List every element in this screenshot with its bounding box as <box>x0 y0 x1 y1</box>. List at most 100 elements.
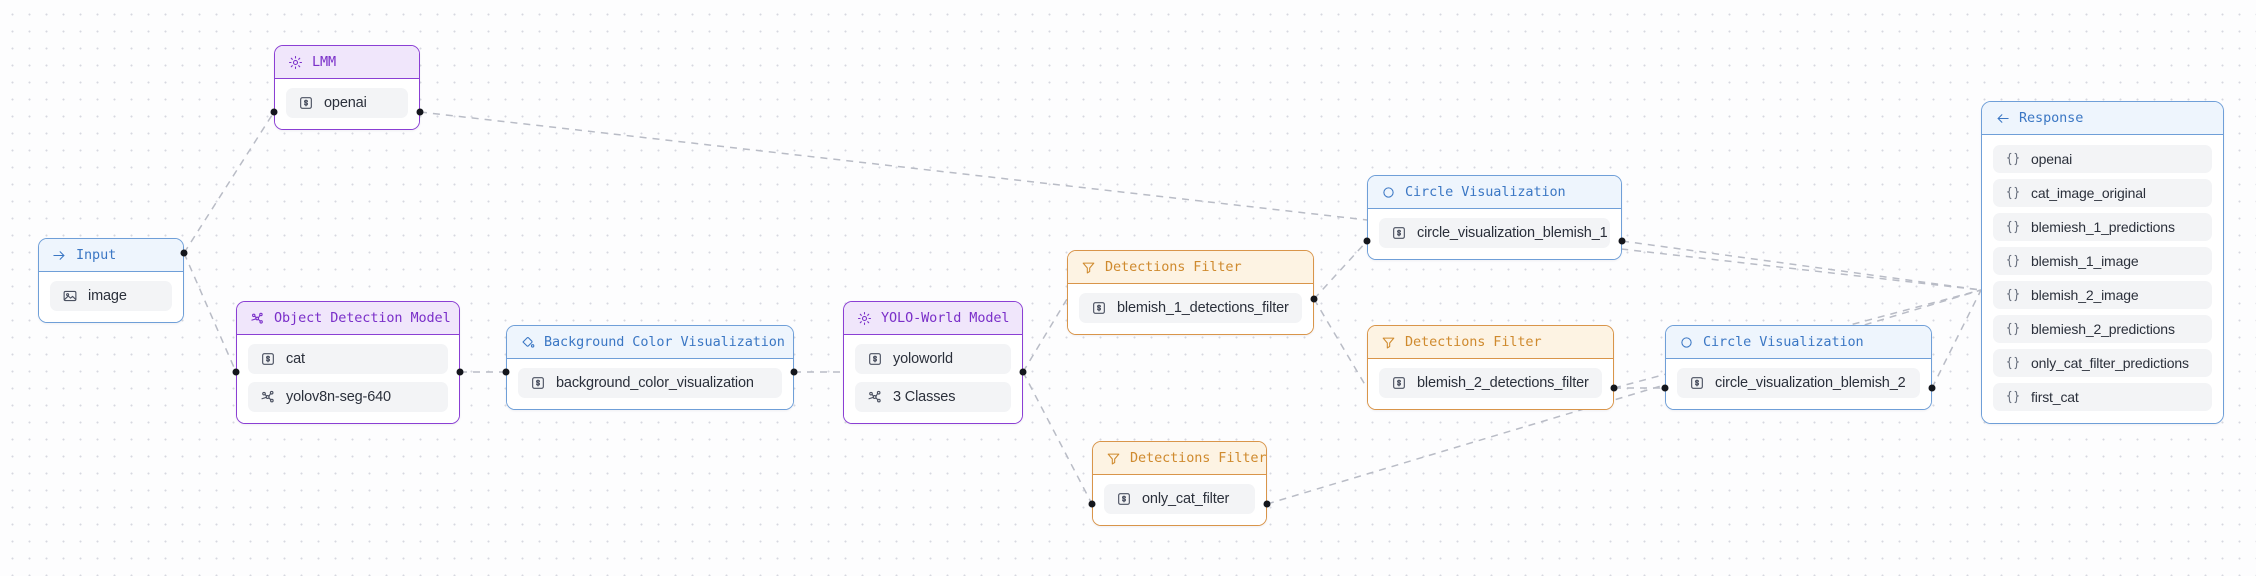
port-onlycat-out[interactable] <box>1263 500 1271 508</box>
edge-cv2-out-to-resp-in <box>1931 289 1982 389</box>
port-lmm-out[interactable] <box>416 108 424 116</box>
node-title: Circle Visualization <box>1405 184 1566 200</box>
response-output-item[interactable]: blemiesh_2_predictions <box>1993 315 2212 343</box>
node-header[interactable]: YOLO-World Model <box>844 302 1022 335</box>
node-header[interactable]: Object Detection Model <box>237 302 459 335</box>
node-field-label: yoloworld <box>893 351 953 367</box>
response-output-item[interactable]: blemish_2_image <box>1993 281 2212 309</box>
node-detections-filter-only-cat[interactable]: Detections Filter only_cat_filter <box>1092 441 1267 526</box>
port-odm-out[interactable] <box>456 368 464 376</box>
node-field[interactable]: yolov8n-seg-640 <box>248 382 448 412</box>
node-field-label: circle_visualization_blemish_2 <box>1715 375 1906 391</box>
node-circle-visualization-blemish-1[interactable]: Circle Visualization circle_visualizatio… <box>1367 175 1622 260</box>
node-field[interactable]: only_cat_filter <box>1104 484 1255 514</box>
node-detections-filter-blemish-2[interactable]: Detections Filter blemish_2_detections_f… <box>1367 325 1614 410</box>
node-input[interactable]: Input image <box>38 238 184 323</box>
port-onlycat-in[interactable] <box>1088 500 1096 508</box>
braces-icon <box>2005 185 2021 201</box>
response-output-label: cat_image_original <box>2031 185 2146 201</box>
dollar-box-icon <box>298 95 314 111</box>
braces-icon <box>2005 287 2021 303</box>
node-title: Detections Filter <box>1405 334 1542 350</box>
node-field[interactable]: cat <box>248 344 448 374</box>
response-output-item[interactable]: first_cat <box>1993 383 2212 411</box>
port-bcv-out[interactable] <box>790 368 798 376</box>
response-output-item[interactable]: blemish_1_image <box>1993 247 2212 275</box>
node-title: Detections Filter <box>1105 259 1242 275</box>
gear-icon <box>288 55 303 70</box>
dollar-box-icon <box>530 375 546 391</box>
node-fields: only_cat_filter <box>1093 475 1266 525</box>
circle-icon <box>1381 185 1396 200</box>
port-lmm-in[interactable] <box>270 108 278 116</box>
edge-input-out-to-odm-in <box>183 252 237 373</box>
dollar-box-icon <box>867 351 883 367</box>
node-title: Circle Visualization <box>1703 334 1864 350</box>
dollar-box-icon <box>1689 375 1705 391</box>
braces-icon <box>2005 321 2021 337</box>
node-field[interactable]: circle_visualization_blemish_1 <box>1379 218 1610 248</box>
node-field[interactable]: blemish_1_detections_filter <box>1079 293 1302 323</box>
node-lmm[interactable]: LMM openai <box>274 45 420 130</box>
response-panel[interactable]: Response openai cat_image_original blemi… <box>1981 101 2224 424</box>
node-header[interactable]: Circle Visualization <box>1368 176 1621 209</box>
node-header[interactable]: Detections Filter <box>1093 442 1266 475</box>
node-yolo-world-model[interactable]: YOLO-World Model yoloworld 3 Classes <box>843 301 1023 424</box>
node-field[interactable]: openai <box>286 88 408 118</box>
port-cv2-in[interactable] <box>1661 384 1669 392</box>
node-field[interactable]: 3 Classes <box>855 382 1011 412</box>
dollar-box-icon <box>1391 375 1407 391</box>
node-detections-filter-blemish-1[interactable]: Detections Filter blemish_1_detections_f… <box>1067 250 1314 335</box>
node-field[interactable]: yoloworld <box>855 344 1011 374</box>
node-header[interactable]: Detections Filter <box>1068 251 1313 284</box>
node-field[interactable]: image <box>50 281 172 311</box>
node-header[interactable]: Input <box>39 239 183 272</box>
node-field-label: openai <box>324 95 367 111</box>
port-cv1-out[interactable] <box>1618 237 1626 245</box>
node-fields: image <box>39 272 183 322</box>
node-fields: cat yolov8n-seg-640 <box>237 335 459 423</box>
port-df2-out[interactable] <box>1610 384 1618 392</box>
response-output-item[interactable]: blemiesh_1_predictions <box>1993 213 2212 241</box>
response-output-item[interactable]: only_cat_filter_predictions <box>1993 349 2212 377</box>
node-field[interactable]: background_color_visualization <box>518 368 782 398</box>
node-field[interactable]: blemish_2_detections_filter <box>1379 368 1602 398</box>
node-title: Input <box>76 247 117 263</box>
node-field[interactable]: circle_visualization_blemish_2 <box>1677 368 1920 398</box>
port-cv2-out[interactable] <box>1928 384 1936 392</box>
response-header[interactable]: Response <box>1982 102 2223 135</box>
node-circle-visualization-blemish-2[interactable]: Circle Visualization circle_visualizatio… <box>1665 325 1932 410</box>
node-fields: blemish_2_detections_filter <box>1368 359 1613 409</box>
gear-icon <box>857 311 872 326</box>
node-field-label: image <box>88 288 127 304</box>
node-field-label: only_cat_filter <box>1142 491 1230 507</box>
port-cv1-in[interactable] <box>1363 237 1371 245</box>
node-field-label: yolov8n-seg-640 <box>286 389 391 405</box>
response-output-item[interactable]: cat_image_original <box>1993 179 2212 207</box>
node-header[interactable]: Circle Visualization <box>1666 326 1931 359</box>
node-field-label: 3 Classes <box>893 389 956 405</box>
node-field-label: blemish_1_detections_filter <box>1117 300 1289 316</box>
port-df1-out[interactable] <box>1310 295 1318 303</box>
node-background-color-visualization[interactable]: Background Color Visualization backgroun… <box>506 325 794 410</box>
node-field-label: background_color_visualization <box>556 375 754 391</box>
response-title: Response <box>2019 110 2084 126</box>
port-bcv-in[interactable] <box>502 368 510 376</box>
node-header[interactable]: LMM <box>275 46 419 79</box>
port-yolo-out[interactable] <box>1019 368 1027 376</box>
braces-icon <box>2005 219 2021 235</box>
response-output-label: first_cat <box>2031 389 2079 405</box>
image-icon <box>62 288 78 304</box>
node-field-label: circle_visualization_blemish_1 <box>1417 225 1608 241</box>
response-output-label: only_cat_filter_predictions <box>2031 355 2189 371</box>
node-object-detection-model[interactable]: Object Detection Model cat yolov8n-seg-6… <box>236 301 460 424</box>
edge-input-out-to-lmm-in <box>183 111 275 254</box>
port-odm-in[interactable] <box>232 368 240 376</box>
node-header[interactable]: Background Color Visualization <box>507 326 793 359</box>
node-field-label: cat <box>286 351 305 367</box>
response-output-item[interactable]: openai <box>1993 145 2212 173</box>
port-input-out[interactable] <box>180 249 188 257</box>
response-output-label: blemish_1_image <box>2031 253 2139 269</box>
node-header[interactable]: Detections Filter <box>1368 326 1613 359</box>
